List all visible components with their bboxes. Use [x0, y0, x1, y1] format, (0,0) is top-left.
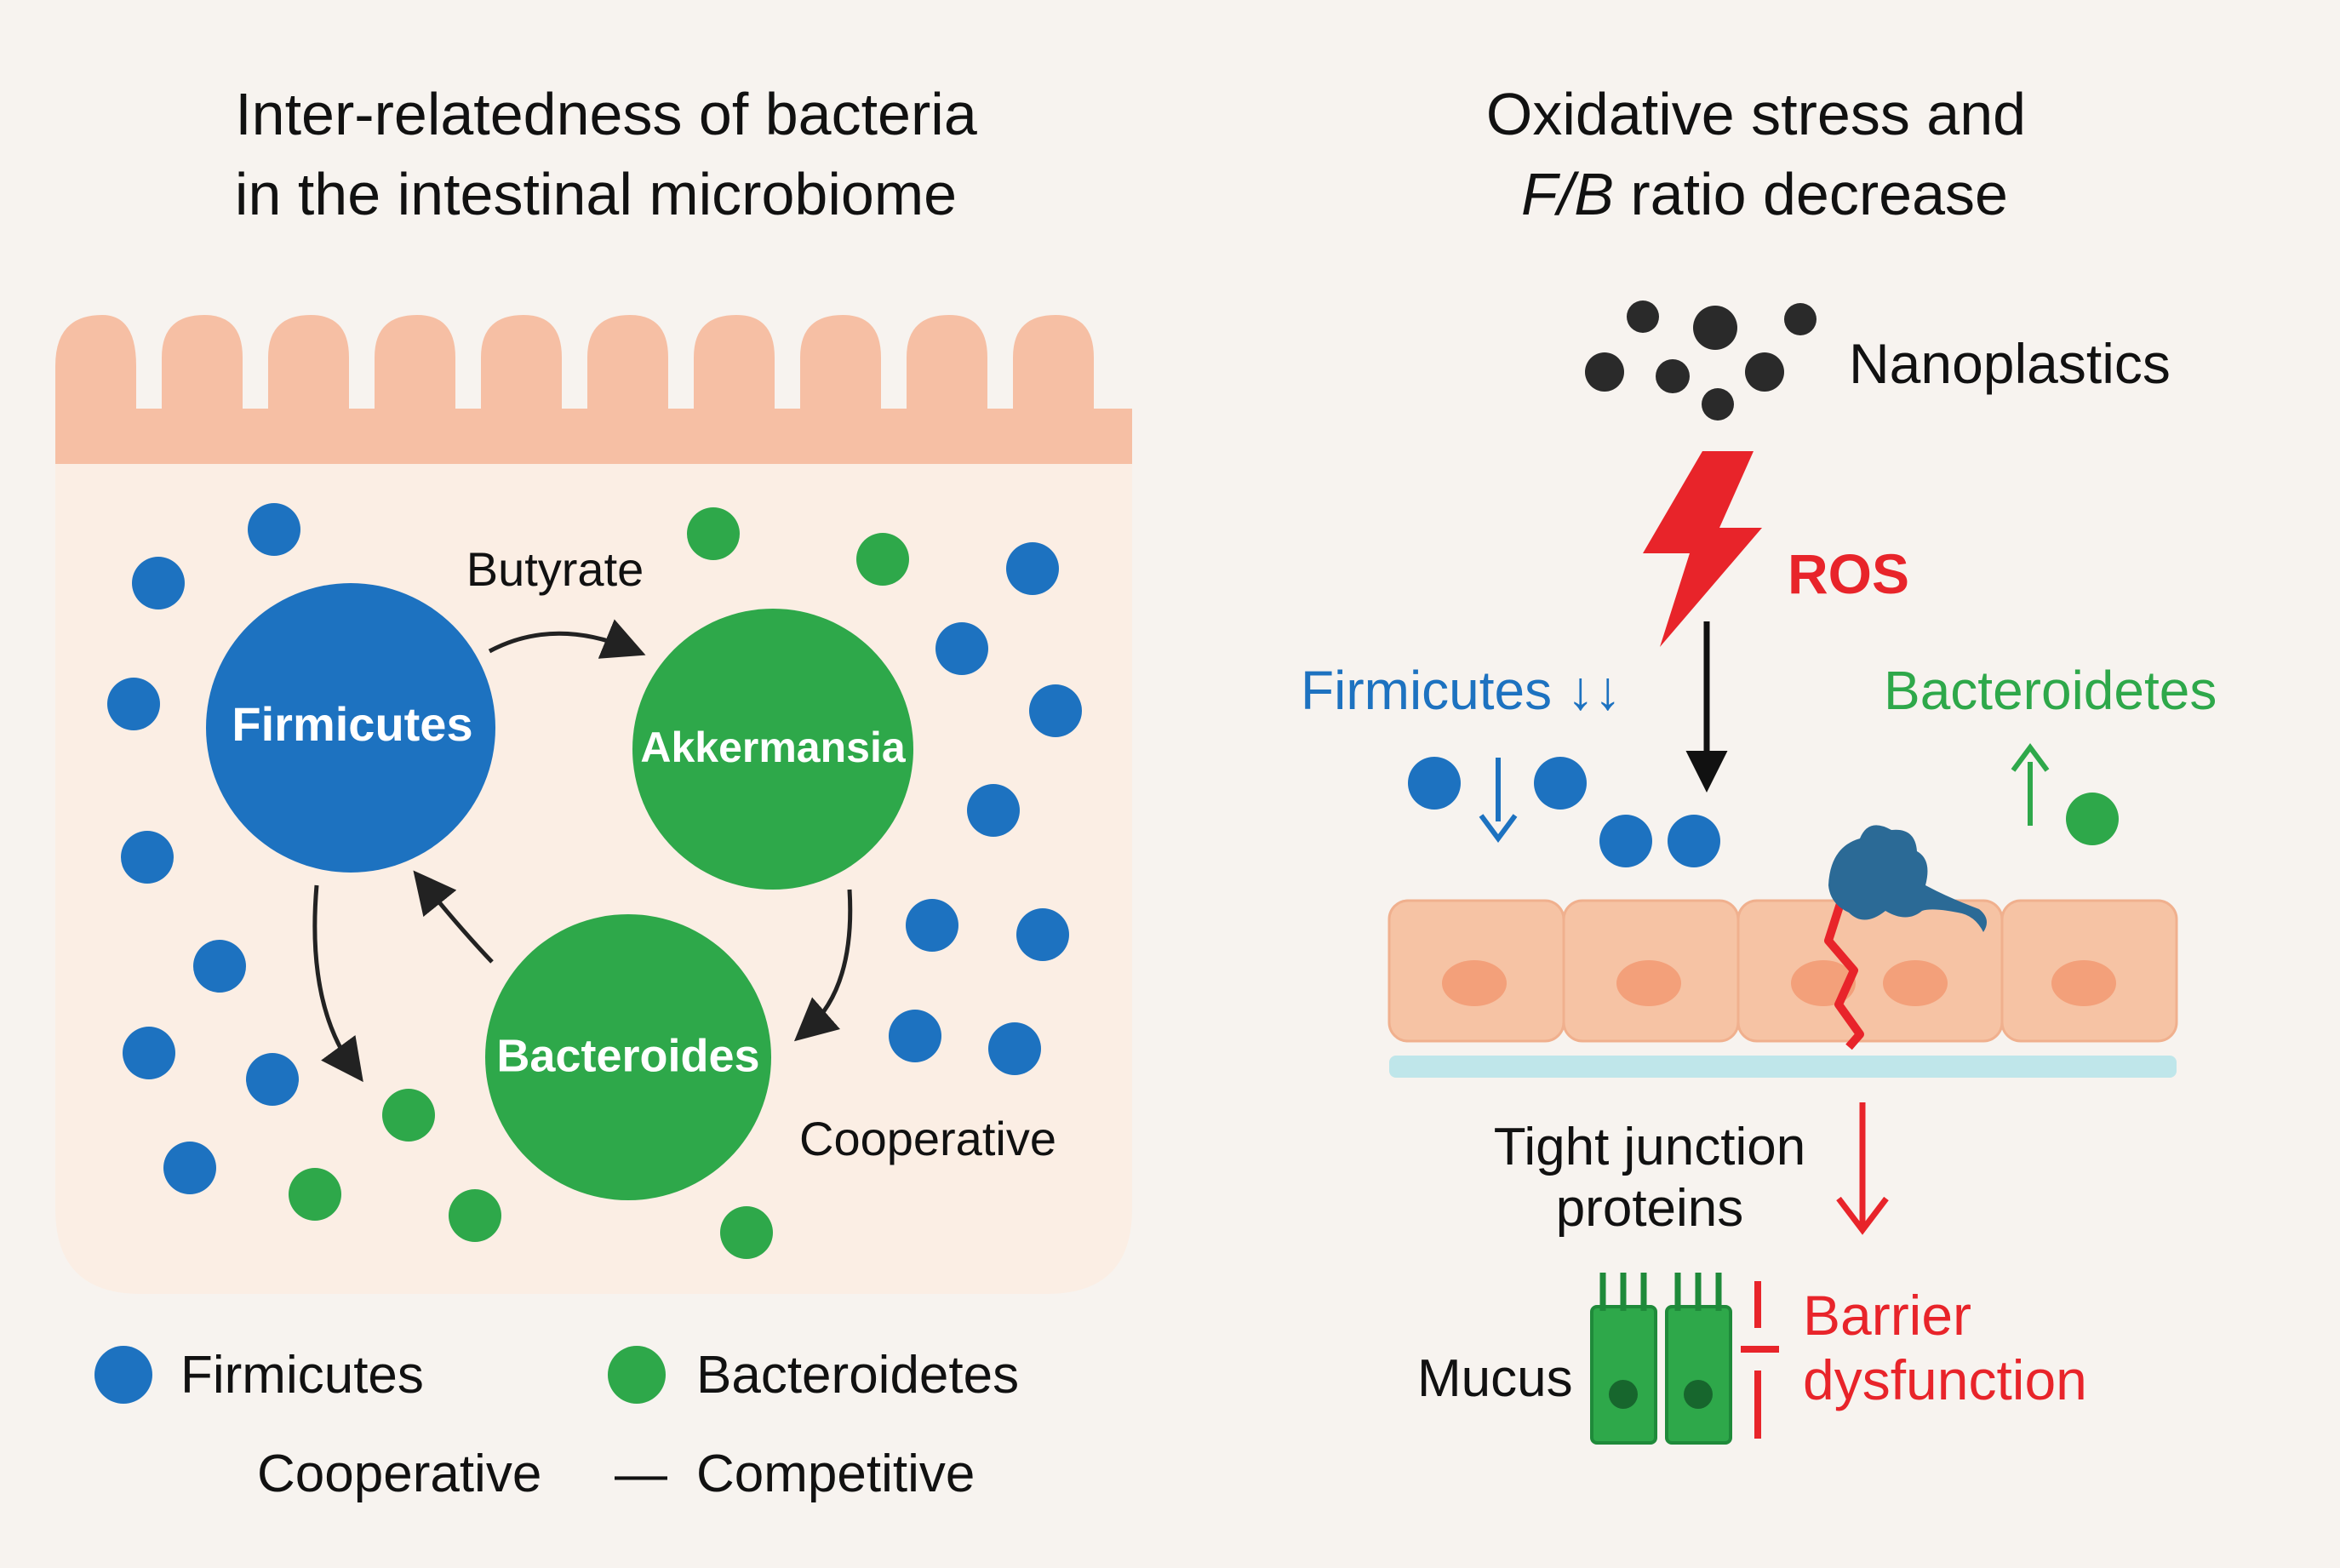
- firmicutes-node-label: Firmicutes: [232, 697, 472, 751]
- arrow-firmicutes-down: [312, 884, 363, 1083]
- legend-firmicutes-label: Firmicutes: [180, 1346, 424, 1405]
- arrow-firmicutes-to-akkermansia: [488, 619, 646, 659]
- left-title-line1: Inter-relatedness of bacteria: [235, 81, 977, 147]
- right-title-line2: F/B ratio decrease: [1521, 161, 2008, 227]
- firmicutes-node: Firmicutes: [206, 583, 495, 873]
- bacteroides-node-label: Bacteroides: [496, 1030, 759, 1081]
- nanoplastic-particles: [1585, 300, 1817, 421]
- arrow-bacteroides-to-firmicutes: [413, 870, 494, 964]
- villi-border: [55, 315, 1132, 464]
- tight-junction-line1: Tight junction: [1494, 1118, 1805, 1176]
- nanoplastics-label: Nanoplastics: [1849, 332, 2171, 395]
- lightning-bolt-icon: [1643, 451, 1762, 647]
- legend-bacteroidetes-swatch: [608, 1346, 666, 1404]
- akkermansia-node: Akkermansia: [632, 609, 913, 890]
- mucus-label: Mucus: [1417, 1349, 1573, 1408]
- legend-cooperative-label: Cooperative: [257, 1445, 541, 1503]
- arrow-akkermansia-to-bacteroides: [793, 889, 853, 1042]
- firmicutes-dots: [107, 503, 1082, 1194]
- legend-firmicutes-swatch: [94, 1346, 152, 1404]
- right-title-fb: F/B: [1521, 161, 1614, 227]
- akkermansia-node-label: Akkermansia: [640, 724, 906, 771]
- tight-junction-decrease-arrow: [1836, 1102, 1889, 1235]
- tight-junction-line2: proteins: [1556, 1179, 1744, 1238]
- goblet-cells: [1590, 1273, 1732, 1445]
- bacteroidetes-increase-arrow: [2011, 742, 2050, 826]
- left-panel: Inter-relatedness of bacteria in the int…: [55, 81, 1132, 1503]
- right-panel: Oxidative stress and F/B ratio decrease …: [1301, 81, 2217, 1445]
- right-firmicutes-dots: [1408, 757, 1720, 867]
- legend: Firmicutes Bacteroidetes Cooperative — C…: [94, 1346, 1019, 1503]
- pathogen-icon: [1828, 825, 1987, 932]
- cooperative-label: Cooperative: [799, 1112, 1056, 1165]
- right-title-line1: Oxidative stress and: [1486, 81, 2026, 147]
- butyrate-label: Butyrate: [466, 542, 644, 596]
- legend-competitive-label: Competitive: [696, 1445, 975, 1503]
- epithelial-layer: [1387, 899, 2178, 1043]
- bacteroides-node: Bacteroides: [485, 914, 771, 1200]
- right-title-rest: ratio decrease: [1614, 161, 2008, 227]
- left-title-line2: in the intestinal microbiome: [235, 161, 957, 227]
- barrier-break-icon: [1741, 1281, 1779, 1439]
- right-bacteroidetes-label: Bacteroidetes: [1884, 660, 2217, 721]
- right-bacteroidetes-dot: [2066, 793, 2119, 845]
- legend-dash: —: [615, 1445, 667, 1503]
- barrier-line2: dysfunction: [1803, 1348, 2087, 1411]
- barrier-line1: Barrier: [1803, 1284, 1971, 1347]
- epithelial-crack: [1824, 894, 1864, 1050]
- bacteroidetes-dots: [289, 507, 909, 1259]
- legend-bacteroidetes-label: Bacteroidetes: [696, 1346, 1019, 1405]
- right-firmicutes-label: Firmicutes ↓↓: [1301, 660, 1622, 721]
- firmicutes-decrease-arrow: [1479, 758, 1518, 844]
- ros-label: ROS: [1788, 542, 1909, 605]
- mucus-line: [1389, 1056, 2177, 1078]
